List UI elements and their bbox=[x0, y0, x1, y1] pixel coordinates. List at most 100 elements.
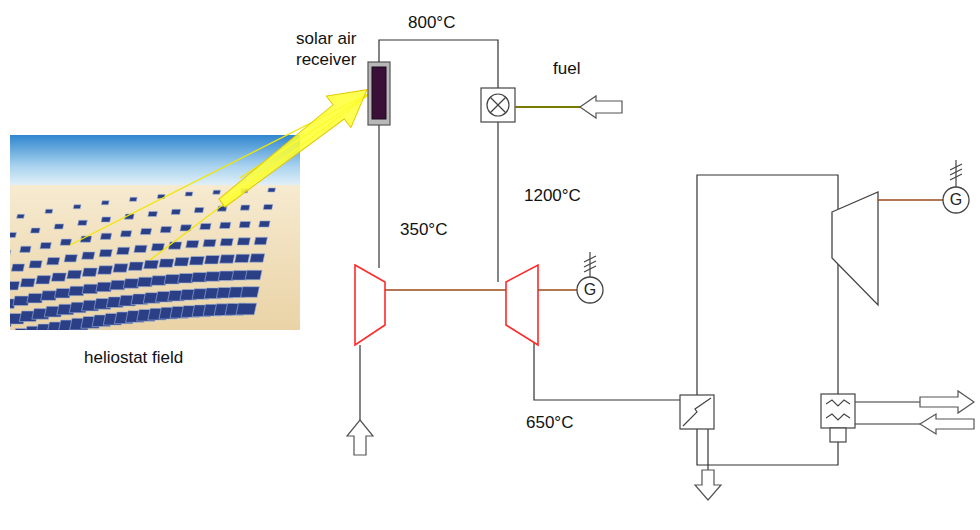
heliostat-mirror bbox=[219, 222, 231, 228]
heliostat-mirror bbox=[185, 192, 193, 196]
heliostat-mirror bbox=[10, 282, 20, 290]
generator-letter: G bbox=[942, 191, 970, 209]
heliostat-mirror bbox=[10, 250, 11, 256]
heliostat-mirror bbox=[78, 220, 88, 225]
heliostat-mirror bbox=[168, 242, 181, 249]
grid-connection bbox=[950, 160, 962, 187]
temperature-label: 650°C bbox=[526, 412, 573, 433]
heliostat-mirror bbox=[254, 237, 267, 244]
heliostat-mirror bbox=[203, 239, 216, 246]
steam-turbine-symbol bbox=[832, 192, 878, 305]
heliostat-mirror bbox=[99, 249, 112, 256]
heliostat-mirror bbox=[40, 243, 52, 249]
heliostat-mirror bbox=[151, 243, 164, 250]
heliostat-mirror bbox=[98, 266, 113, 274]
stream-label: fuel bbox=[553, 58, 580, 79]
heliostat-mirror bbox=[245, 270, 262, 280]
receiver-housing bbox=[368, 62, 390, 125]
temperature-label: 1200°C bbox=[524, 185, 581, 206]
heliostat-mirror bbox=[54, 224, 64, 229]
pipes bbox=[360, 40, 935, 470]
combustor-burner bbox=[487, 94, 509, 116]
condenser bbox=[826, 414, 850, 420]
combustor-burner bbox=[490, 97, 506, 113]
condenser bbox=[826, 400, 850, 406]
fuel-line bbox=[515, 106, 580, 108]
heliostat-mirror bbox=[237, 238, 250, 245]
heliostat-mirror bbox=[73, 205, 81, 209]
heliostat-mirror bbox=[219, 255, 234, 263]
heliostat-mirror bbox=[134, 245, 147, 252]
temperature-label: 350°C bbox=[400, 219, 447, 240]
heliostat-mirror bbox=[45, 209, 53, 213]
heliostat-mirror bbox=[140, 228, 152, 234]
heliostat-mirror bbox=[20, 246, 32, 252]
heliostat-mirror bbox=[30, 228, 40, 233]
heliostat-mirror bbox=[113, 264, 128, 272]
grid-connection bbox=[584, 252, 596, 277]
heliostat-mirror bbox=[100, 233, 112, 239]
heliostat-mirror bbox=[259, 221, 271, 227]
heliostat-mirror bbox=[82, 268, 97, 276]
concentrated-sunlight-arrow bbox=[210, 74, 380, 219]
heliostat-mirror bbox=[51, 273, 66, 281]
air-inlet-arrow bbox=[347, 420, 373, 455]
heliostat-mirror bbox=[29, 261, 42, 268]
generator-symbol: G bbox=[942, 186, 970, 214]
heliostat-mirror bbox=[67, 270, 82, 278]
pump bbox=[830, 428, 846, 442]
heliostat-mirror bbox=[101, 217, 111, 222]
heliostat-mirror bbox=[10, 232, 16, 237]
generator-outline bbox=[943, 187, 969, 213]
heliostat-mirror bbox=[159, 259, 174, 267]
heliostat-mirror bbox=[82, 252, 95, 259]
heliostat-mirror bbox=[263, 204, 273, 209]
heliostat-illustration bbox=[10, 135, 300, 330]
heliostat-mirror bbox=[101, 201, 109, 205]
receiver-absorber bbox=[372, 67, 386, 119]
heliostat-mirror bbox=[17, 214, 25, 218]
cooling-water-in-arrow bbox=[920, 414, 974, 434]
heliostat-mirror bbox=[171, 209, 181, 214]
combustor bbox=[481, 88, 515, 122]
heliostat-mirror bbox=[129, 197, 137, 201]
component-label: solar air receiver bbox=[296, 28, 360, 70]
heliostat-mirror bbox=[128, 262, 143, 270]
turbine-symbol bbox=[506, 265, 538, 345]
shaft bbox=[385, 289, 506, 291]
cooling-water-out-arrow bbox=[920, 391, 974, 413]
heliostat-mirror bbox=[20, 278, 35, 286]
heliostat-mirror bbox=[186, 241, 199, 248]
heliostat-mirror bbox=[174, 258, 189, 266]
heliostat-mirror bbox=[64, 255, 77, 262]
heliostat-mirror bbox=[240, 205, 250, 210]
heliostat-mirror bbox=[204, 256, 219, 264]
shaft bbox=[878, 199, 943, 201]
heliostat-mirror bbox=[144, 260, 159, 268]
heliostat-mirror bbox=[120, 231, 132, 237]
generator-outline bbox=[577, 277, 603, 303]
heat-exchanger bbox=[683, 398, 711, 426]
combustor-burner bbox=[490, 97, 506, 113]
heliostat-mirror bbox=[189, 256, 204, 264]
shaft bbox=[538, 289, 577, 291]
heliostat-mirror bbox=[200, 223, 212, 229]
fuel-arrow bbox=[580, 96, 622, 118]
exhaust-arrow bbox=[695, 470, 721, 500]
heliostat-mirror bbox=[47, 258, 60, 265]
heliostat-mirror bbox=[220, 238, 233, 245]
heliostat-mirror bbox=[11, 264, 24, 271]
heliostat-mirror bbox=[235, 254, 250, 262]
generator-letter: G bbox=[576, 281, 604, 299]
heliostat-mirror bbox=[241, 287, 260, 298]
heliostat-mirror bbox=[160, 226, 172, 232]
heliostat-mirror bbox=[236, 303, 257, 315]
heliostat-mirror bbox=[194, 208, 204, 213]
heat-exchanger bbox=[680, 395, 714, 429]
heliostat-mirror bbox=[250, 254, 265, 262]
heliostat-mirror bbox=[268, 188, 276, 192]
condenser bbox=[821, 394, 855, 428]
compressor-symbol bbox=[355, 265, 385, 345]
